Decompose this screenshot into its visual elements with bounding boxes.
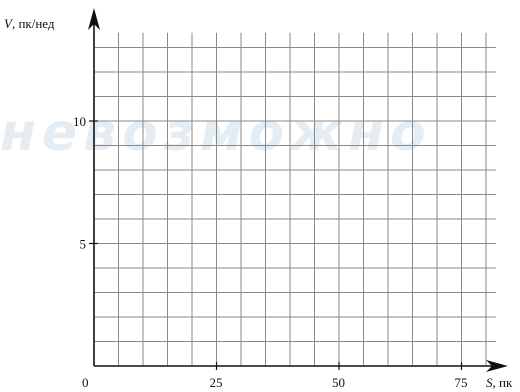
axis-variable: V: [4, 16, 14, 31]
watermark-text: невозможно: [0, 103, 432, 163]
y-tick-label: 10: [73, 114, 86, 129]
x-axis-label: S, пк: [486, 375, 513, 390]
axis-unit: , пк: [493, 375, 513, 390]
y-tick-label: 5: [80, 237, 87, 252]
axis-unit: , пк/нед: [12, 16, 55, 31]
axes: [88, 8, 508, 372]
tick-group: 0 25 50 75 5 10: [73, 114, 468, 390]
x-tick-label: 0: [82, 375, 89, 390]
y-axis-arrow: [88, 8, 100, 30]
y-axis-label: V, пк/нед: [4, 16, 55, 31]
x-tick-label: 25: [210, 375, 223, 390]
axis-variable: S: [486, 375, 493, 390]
x-tick-label: 75: [455, 375, 468, 390]
x-tick-label: 50: [332, 375, 345, 390]
grid: [94, 32, 496, 366]
x-axis-arrow: [486, 360, 508, 372]
